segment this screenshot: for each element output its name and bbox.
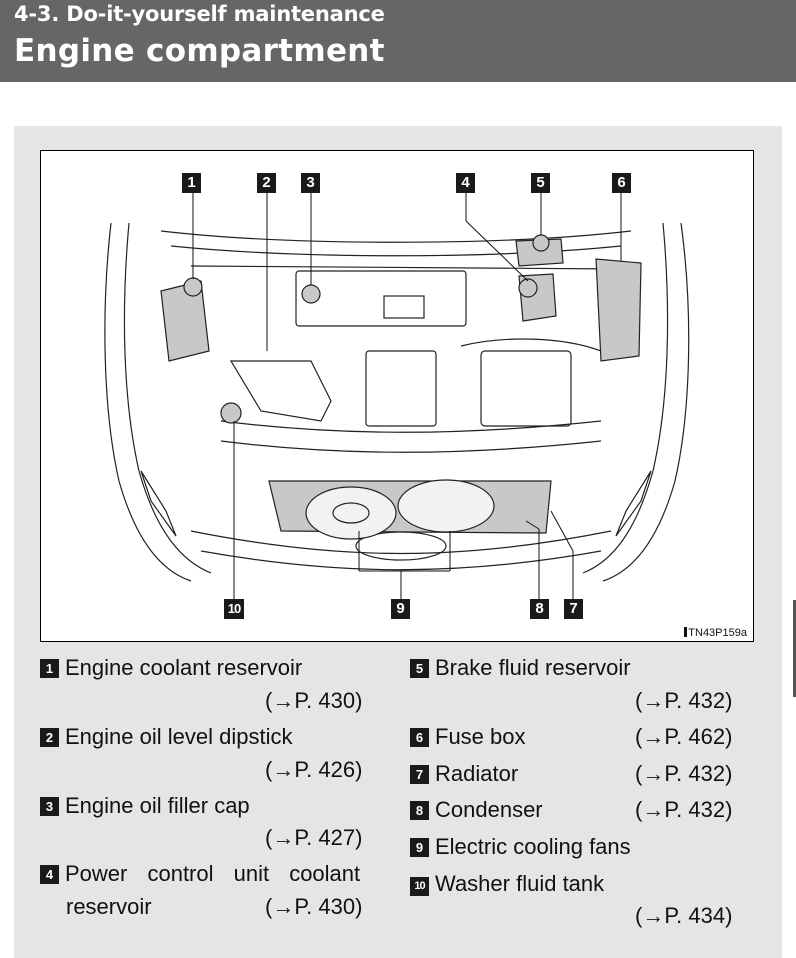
legend-badge: 1 — [40, 659, 59, 678]
page-header: 4-3. Do-it-yourself maintenance Engine c… — [0, 0, 796, 82]
callout-7: 7 — [564, 599, 583, 619]
page-ref-link[interactable]: (→P. 434) — [635, 903, 733, 928]
fuse-box-shape — [595, 258, 642, 362]
legend-item-2: 2 Engine oil level dipstick — [40, 722, 292, 752]
legend-item-3: 3 Engine oil filler cap — [40, 791, 250, 821]
legend-label: Fuse box — [435, 724, 526, 749]
callout-4: 4 — [456, 173, 475, 193]
side-tab-marker — [793, 600, 796, 697]
engine-compartment-diagram: 1 2 3 4 5 6 7 8 9 10 TN43P159a — [40, 150, 754, 642]
legend-item-4-line2: reservoir — [66, 894, 152, 919]
page-ref-link[interactable]: (→P. 432) — [635, 761, 733, 786]
air-filter-box — [229, 360, 332, 422]
legend-item-7: 7 Radiator — [410, 759, 518, 789]
engine-cover — [295, 270, 467, 327]
legend-label: Electric cooling fans — [435, 834, 631, 859]
page-ref-link[interactable]: (→P. 430) — [265, 688, 363, 713]
coolant-reservoir-shape — [160, 280, 210, 362]
callout-10: 10 — [224, 599, 244, 619]
legend-label: Condenser — [435, 797, 543, 822]
engine-illustration — [104, 193, 690, 599]
page-ref-link[interactable]: (→P. 427) — [265, 825, 363, 850]
legend-label: Brake fluid reservoir — [435, 655, 631, 680]
page-ref-link[interactable]: (→P. 432) — [635, 688, 733, 713]
callout-8: 8 — [530, 599, 549, 619]
legend-item-8: 8 Condenser — [410, 795, 543, 825]
legend-badge: 4 — [40, 865, 59, 884]
callout-6: 6 — [612, 173, 631, 193]
washer-tank-cap-shape — [220, 402, 242, 424]
callout-9: 9 — [391, 599, 410, 619]
fan-right — [397, 479, 495, 533]
legend-item-6: 6 Fuse box — [410, 722, 526, 752]
car-body-right — [602, 222, 690, 582]
car-body-left — [104, 222, 192, 582]
page-ref-link[interactable]: (→P. 432) — [635, 797, 733, 822]
legend-item-9: 9 Electric cooling fans — [410, 832, 631, 862]
callout-1: 1 — [182, 173, 201, 193]
headlight-right — [615, 470, 652, 537]
legend-badge: 8 — [410, 801, 429, 820]
legend-label: Engine oil level dipstick — [65, 724, 293, 749]
callout-5: 5 — [531, 173, 550, 193]
legend-label: Engine oil filler cap — [65, 793, 250, 818]
legend-label: Radiator — [435, 761, 519, 786]
legend-item-10: 10 Washer fluid tank — [410, 869, 604, 899]
legend-badge: 5 — [410, 659, 429, 678]
legend-label: Engine coolant reservoir — [65, 655, 303, 680]
headlight-left — [140, 470, 177, 537]
legend-item-1: 1 Engine coolant reservoir — [40, 653, 302, 683]
figure-code: TN43P159a — [684, 627, 747, 639]
page-ref-link[interactable]: (→P. 426) — [265, 757, 363, 782]
legend-label: Power control unit coolant — [65, 861, 361, 886]
legend-badge: 2 — [40, 728, 59, 747]
callout-3: 3 — [301, 173, 320, 193]
legend-badge: 10 — [410, 877, 429, 896]
page-ref-link[interactable]: (→P. 430) — [265, 894, 363, 919]
legend-item-5: 5 Brake fluid reservoir — [410, 653, 631, 683]
legend-label: Washer fluid tank — [435, 871, 605, 896]
legend-badge: 3 — [40, 797, 59, 816]
page-ref-link[interactable]: (→P. 462) — [635, 724, 733, 749]
legend-item-4: 4 Power control unit coolant — [40, 859, 374, 889]
page-title: Engine compartment — [14, 33, 385, 69]
legend-badge: 7 — [410, 765, 429, 784]
legend-badge: 9 — [410, 838, 429, 857]
callout-2: 2 — [257, 173, 276, 193]
oil-filler-cap-shape — [301, 284, 321, 304]
section-label: 4-3. Do-it-yourself maintenance — [14, 2, 385, 26]
legend-badge: 6 — [410, 728, 429, 747]
